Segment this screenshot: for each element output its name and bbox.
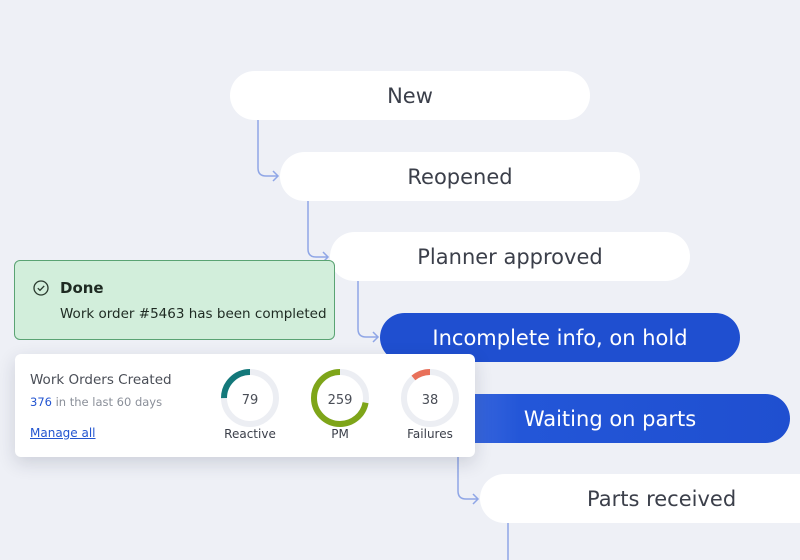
card-subtitle: 376 in the last 60 days xyxy=(30,395,162,409)
period-text: in the last 60 days xyxy=(55,395,163,409)
gauge-ring xyxy=(221,369,279,427)
gauge-pm: 259 PM xyxy=(300,368,380,448)
workflow-state-waiting-on-parts[interactable]: Waiting on parts xyxy=(430,394,790,443)
gauge-label: Reactive xyxy=(224,427,276,441)
state-label: Reopened xyxy=(407,164,513,189)
gauge-label: Failures xyxy=(407,427,453,441)
state-label: Planner approved xyxy=(417,244,603,269)
workflow-state-incomplete-info[interactable]: Incomplete info, on hold xyxy=(380,313,740,362)
workflow-state-planner-approved[interactable]: Planner approved xyxy=(330,232,690,281)
work-orders-summary-card: Work Orders Created 376 in the last 60 d… xyxy=(15,354,475,457)
gauge-value: 38 xyxy=(421,393,439,408)
gauge-ring xyxy=(311,369,369,427)
gauge-ring xyxy=(401,369,459,427)
workflow-state-new[interactable]: New xyxy=(230,71,590,120)
check-circle-icon xyxy=(33,280,49,296)
state-label: Incomplete info, on hold xyxy=(432,325,688,350)
state-label: Waiting on parts xyxy=(523,406,697,431)
gauge-label: PM xyxy=(331,427,349,441)
toast-title: Done xyxy=(60,279,104,297)
state-label: Parts received xyxy=(587,486,737,511)
success-toast: Done Work order #5463 has been completed xyxy=(14,260,335,340)
gauge-value: 79 xyxy=(241,393,259,408)
workflow-state-reopened[interactable]: Reopened xyxy=(280,152,640,201)
gauge-value: 259 xyxy=(327,393,353,408)
gauge-failures: 38 Failures xyxy=(390,368,470,448)
card-title: Work Orders Created xyxy=(30,372,172,388)
state-label: New xyxy=(387,83,433,108)
toast-message: Work order #5463 has been completed xyxy=(60,306,327,322)
gauge-reactive: 79 Reactive xyxy=(210,368,290,448)
work-order-count: 376 xyxy=(30,395,52,409)
workflow-state-parts-received[interactable]: Parts received xyxy=(480,474,800,523)
manage-all-link[interactable]: Manage all xyxy=(30,426,96,440)
